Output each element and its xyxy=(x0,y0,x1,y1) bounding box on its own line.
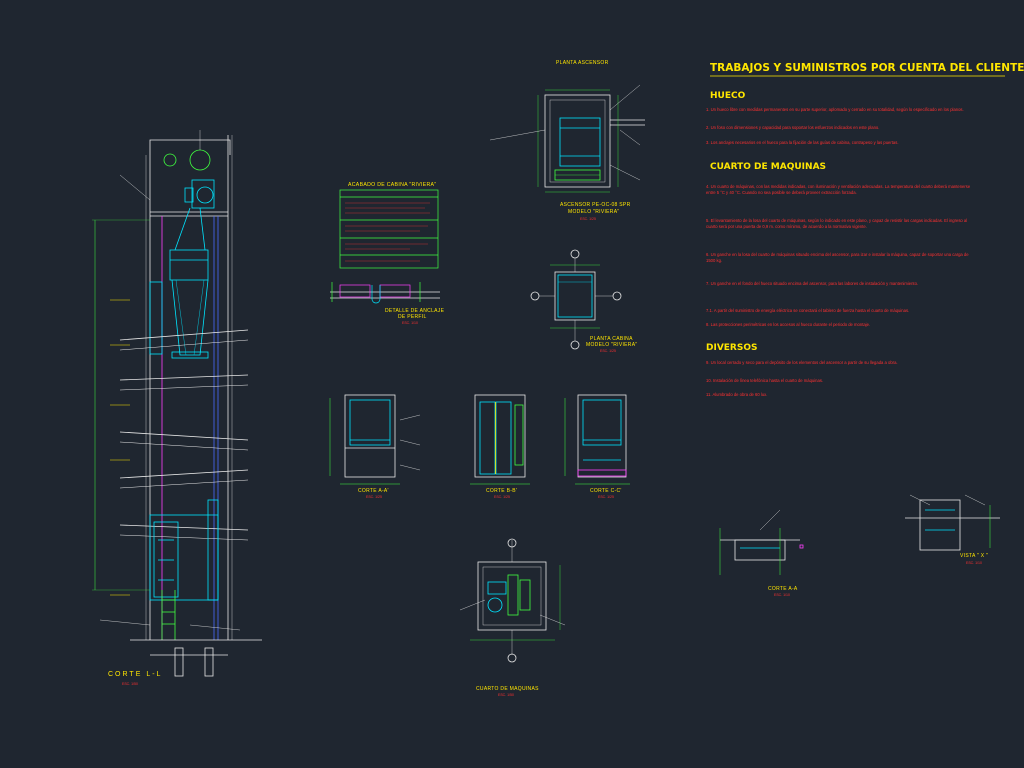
label-planta-cabina-1: PLANTA CABINA xyxy=(590,336,633,342)
spec-item-10: 10. Instalación de línea telefónica hast… xyxy=(706,378,824,383)
spec-item-6: 6. Un ganche en la losa del cuarto de má… xyxy=(706,252,969,263)
corte-cc-prime-drawing xyxy=(564,394,630,485)
acabado-table xyxy=(339,189,439,269)
label-ascensor-model-1: ASCENSOR PE-OC-08 SPR xyxy=(560,202,631,208)
label-corte-cc-prime: CORTE C-C' xyxy=(590,488,622,494)
label-corte-aa: CORTE A-A xyxy=(768,586,798,592)
section-heading-cuarto: CUARTO DE MAQUINAS xyxy=(710,162,827,172)
spec-item-3: 3. Los anclajes necesarios en el hueco p… xyxy=(706,140,899,145)
label-corte-aa-prime-scale: ESC. 1/25 xyxy=(366,495,382,499)
section-heading-hueco: HUECO xyxy=(710,91,746,101)
spec-item-7: 7. Un ganche en el fondo del hueco situa… xyxy=(706,281,919,286)
spec-item-7-1: 7.1. A partir del suministro de energía … xyxy=(706,308,910,313)
spec-item-9: 9. Un local cerrado y seco para el depós… xyxy=(706,360,898,365)
label-corte-aa-scale: ESC. 1/10 xyxy=(774,593,790,597)
spec-item-4: 4. Un cuarto de máquinas, con las medida… xyxy=(706,184,971,195)
corte-bb-prime-drawing xyxy=(470,394,530,485)
cuarto-maquinas-drawing xyxy=(459,538,566,663)
label-corte-bb-prime: CORTE B-B' xyxy=(486,488,518,494)
label-detalle-scale: ESC. 1/10 xyxy=(402,321,418,325)
spec-item-2: 2. Un foso con dimensiones y capacidad p… xyxy=(706,125,880,130)
spec-item-1: 1. Un hueco libre con medidas permanente… xyxy=(706,107,964,112)
corte-aa-prime-drawing xyxy=(329,394,421,485)
label-cuarto-maquinas-scale: ESC. 1/50 xyxy=(498,693,514,697)
label-planta-cabina-scale: ESC. 1/25 xyxy=(600,349,616,353)
planta-ascensor-drawing xyxy=(489,84,645,193)
label-vista-x: VISTA " X " xyxy=(960,553,989,559)
label-corte-ll-scale: ESC. 1/50 xyxy=(122,682,138,686)
spec-item-11: 11. Alumbrado de obra de 60 lux. xyxy=(706,392,768,397)
corte-ll-drawing xyxy=(92,130,262,677)
label-detalle-2: DE PERFIL xyxy=(398,314,427,320)
corte-aa-drawing xyxy=(719,509,804,575)
label-corte-bb-prime-scale: ESC. 1/25 xyxy=(494,495,510,499)
spec-title: TRABAJOS Y SUMINISTROS POR CUENTA DEL CL… xyxy=(710,62,1024,74)
section-heading-diversos: DIVERSOS xyxy=(706,343,758,353)
label-planta-cabina-2: MODELO "RIVIERA" xyxy=(586,342,638,348)
label-corte-cc-prime-scale: ESC. 1/25 xyxy=(598,495,614,499)
spec-item-5: 5. El levantamiento de la losa del cuart… xyxy=(706,218,968,229)
spec-item-8: 8. Las protecciones perimétricas en los … xyxy=(706,322,871,327)
label-corte-aa-prime: CORTE A-A' xyxy=(358,488,389,494)
label-detalle-1: DETALLE DE ANCLAJE xyxy=(385,308,445,314)
label-cuarto-maquinas: CUARTO DE MAQUINAS xyxy=(476,686,539,692)
label-vista-x-scale: ESC. 1/10 xyxy=(966,561,982,565)
planta-cabina-drawing xyxy=(530,249,622,350)
detalle-anclaje-drawing xyxy=(330,282,440,304)
label-acabado-title: ACABADO DE CABINA "RIVIERA" xyxy=(348,182,437,188)
label-ascensor-model-2: MODELO "RIVIERA" xyxy=(568,209,620,215)
label-ascensor-scale: ESC. 1/25 xyxy=(580,217,596,221)
vista-x-drawing xyxy=(905,494,1000,551)
label-planta-ascensor: PLANTA ASCENSOR xyxy=(556,60,609,66)
label-corte-ll: CORTE L-L xyxy=(108,671,163,678)
